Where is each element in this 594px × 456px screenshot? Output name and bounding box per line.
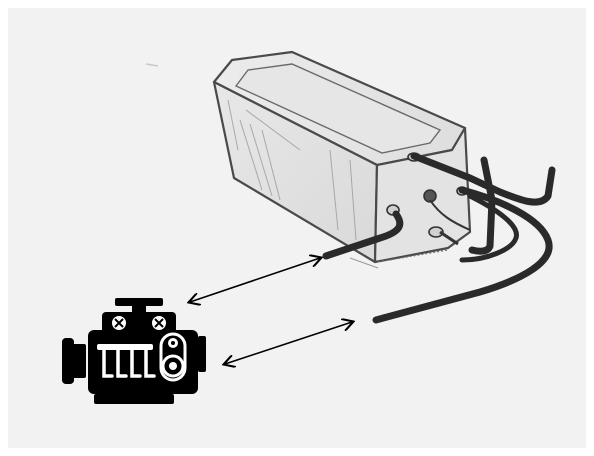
double-arrow-lower — [225, 322, 352, 364]
battery-box-sketch — [212, 50, 556, 324]
engine-icon — [62, 298, 206, 404]
sketch-speck — [145, 63, 159, 67]
double-arrow-upper — [190, 258, 320, 302]
